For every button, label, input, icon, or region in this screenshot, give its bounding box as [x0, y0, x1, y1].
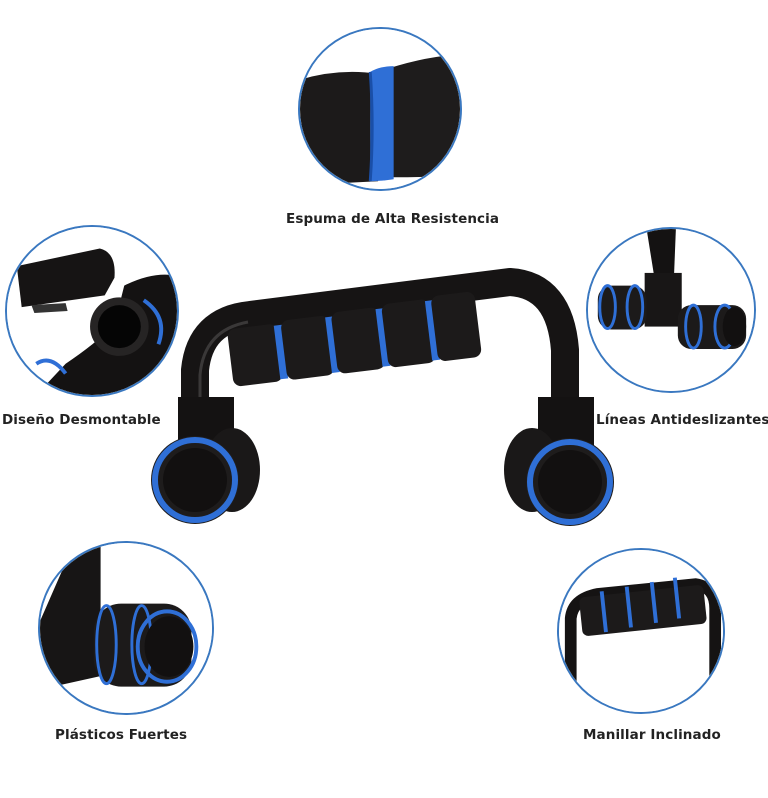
feature-circle-detachable	[5, 225, 179, 397]
feature-circle-handle	[557, 548, 725, 714]
handle-closeup-image	[559, 550, 723, 712]
feature-label-detachable: Diseño Desmontable	[2, 412, 161, 428]
push-up-bar-illustration	[151, 267, 614, 526]
feature-circle-plastics	[38, 541, 214, 715]
main-product-image	[140, 250, 620, 530]
detachable-closeup-image	[7, 227, 177, 395]
feature-circle-foam	[298, 27, 462, 191]
foam-closeup-image	[300, 29, 460, 189]
feature-label-handle: Manillar Inclinado	[583, 727, 721, 743]
feature-label-antislip: Líneas Antideslizantes	[596, 412, 768, 428]
plastics-closeup-image	[40, 543, 212, 713]
feature-label-plastics: Plásticos Fuertes	[55, 727, 188, 743]
antislip-closeup-image	[588, 229, 754, 391]
feature-circle-antislip	[586, 227, 756, 393]
feature-label-foam: Espuma de Alta Resistencia	[286, 211, 500, 227]
